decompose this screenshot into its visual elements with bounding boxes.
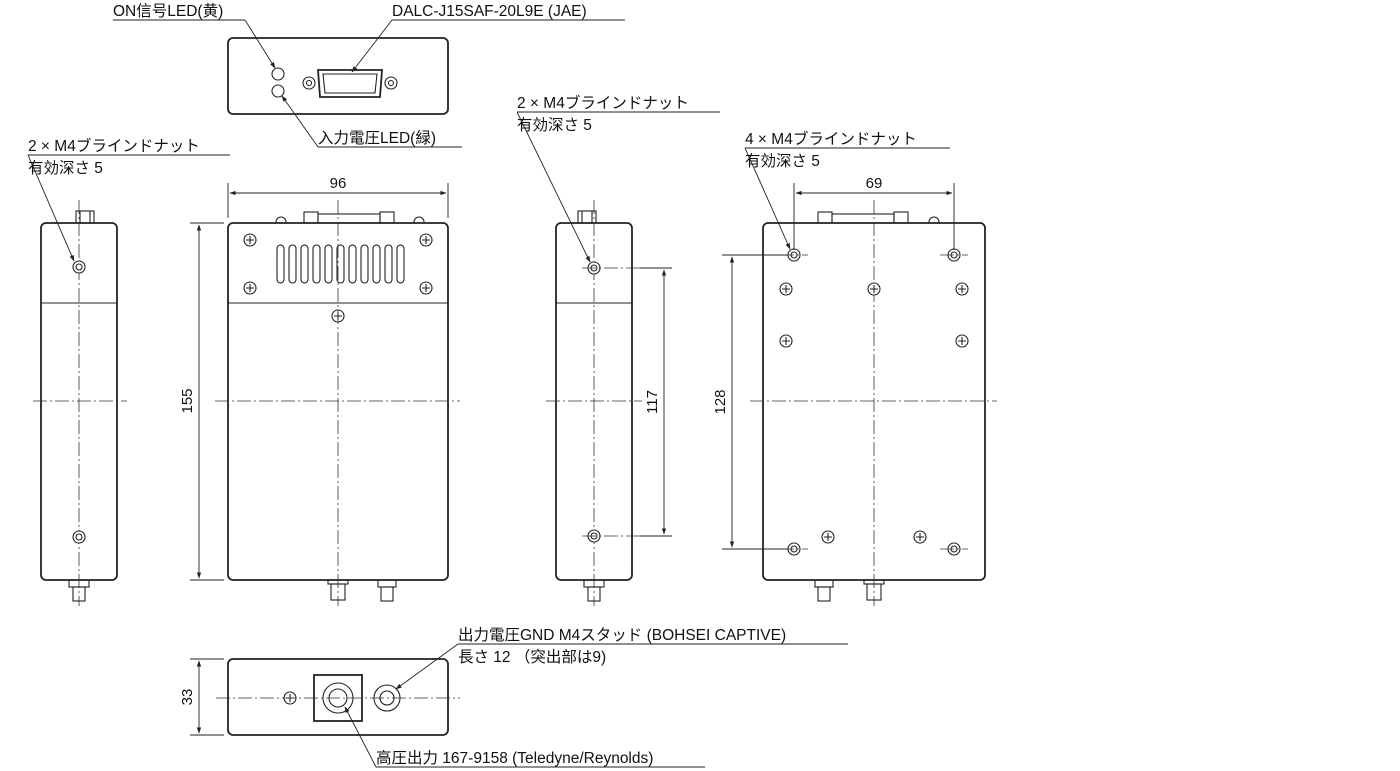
label-nut-mid-1: 2 × M4ブラインドナット (517, 93, 689, 112)
label-nut-right-2: 有効深さ 5 (745, 152, 820, 170)
right-bottom-stud (583, 579, 605, 602)
top-view: ON信号LED(黄) DALC-J15SAF-20L9E (JAE) 入力電圧L… (113, 2, 625, 148)
label-nut-right-1: 4 × M4ブラインドナット (745, 129, 917, 148)
back-bottom-connectors (814, 579, 885, 602)
back-view: 69 128 4 × M4ブラインドナット 有効深さ 5 (712, 129, 997, 606)
left-side-view: 2 × M4ブラインドナット 有効深さ 5 (27, 136, 230, 606)
dim-back-width-pitch: 69 (866, 175, 883, 192)
front-view: 96 155 (179, 175, 460, 606)
dim-depth: 33 (179, 689, 196, 706)
left-bottom-stud (68, 579, 90, 602)
front-screws-icon (243, 233, 433, 323)
label-nut-left-2: 有効深さ 5 (28, 159, 103, 177)
dim-height: 155 (179, 388, 196, 413)
label-nut-mid-2: 有効深さ 5 (517, 116, 592, 134)
bottom-view: 33 出力電圧GND M4スタッド (BOHSEI CAPTIVE) 長さ 12… (179, 626, 848, 768)
front-bottom-connectors (327, 579, 397, 602)
back-screws-icon (779, 282, 969, 544)
input-led-icon (271, 84, 285, 98)
left-bottom-hole-icon (72, 530, 86, 544)
vent-slots (276, 244, 405, 284)
back-blind-nuts-icon (780, 248, 968, 556)
right-side-view: 117 2 × M4ブラインドナット 有効深さ 5 (516, 93, 720, 606)
label-connector: DALC-J15SAF-20L9E (JAE) (392, 3, 587, 20)
dim-back-height-pitch: 128 (712, 389, 729, 414)
label-on-led: ON信号LED(黄) (113, 2, 223, 20)
on-led-icon (271, 67, 285, 81)
label-input-led: 入力電圧LED(緑) (318, 129, 436, 147)
dsub-connector-icon (302, 69, 398, 98)
label-gnd-2: 長さ 12 （突出部は9) (458, 648, 606, 666)
dim-width: 96 (330, 175, 347, 192)
hv-output-connector-icon (313, 674, 363, 722)
left-blind-nut-icon (72, 260, 86, 274)
label-nut-left-1: 2 × M4ブラインドナット (28, 136, 200, 155)
label-hv-output: 高圧出力 167-9158 (Teledyne/Reynolds) (376, 749, 653, 767)
label-gnd-1: 出力電圧GND M4スタッド (BOHSEI CAPTIVE) (458, 626, 786, 644)
dim-side-hole-pitch: 117 (644, 390, 661, 414)
